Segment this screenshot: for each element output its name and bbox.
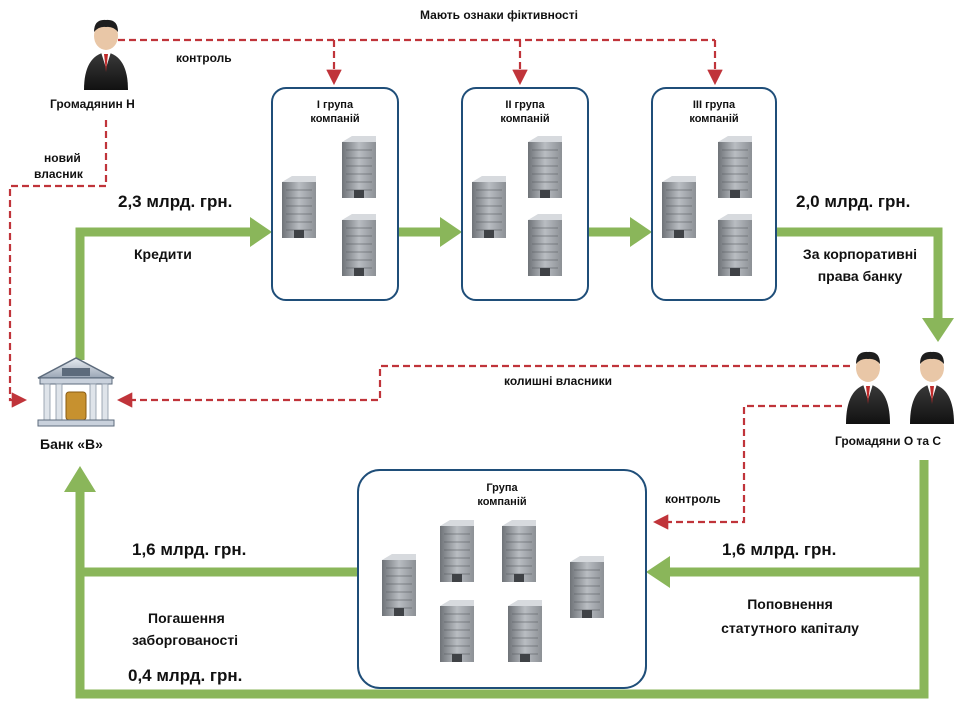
corp-rights-amount-label: 2,0 млрд. грн.: [796, 192, 911, 211]
arrowhead-to-g1: [250, 217, 272, 247]
arrowhead-to-g2: [440, 217, 462, 247]
capital-label-1: Поповнення: [747, 596, 833, 612]
bank-icon: [37, 357, 115, 427]
credits-label: Кредити: [134, 246, 192, 262]
citizens-o-c-label: Громадяни О та С: [835, 434, 942, 448]
bottom-group-title-2: компаній: [477, 496, 527, 508]
repay-label-1: Погашення: [148, 610, 225, 626]
arrowhead-to-g3: [630, 217, 652, 247]
dashed-former-owners: [116, 364, 850, 408]
green-arrowheads: [64, 217, 954, 588]
credits-amount-label: 2,3 млрд. грн.: [118, 192, 233, 211]
building-icon: [282, 176, 316, 238]
arrowhead-to-citizens: [922, 318, 954, 342]
building-icon: [440, 520, 474, 582]
capital-amount-label: 1,6 млрд. грн.: [722, 540, 837, 559]
group3-title-2: компаній: [689, 113, 739, 125]
group2-title-1: II група: [505, 99, 545, 111]
dashed-flows: [8, 38, 850, 530]
new-owner-label-1: новий: [44, 151, 81, 165]
building-icon: [718, 214, 752, 276]
flow-remaining: [75, 490, 929, 699]
building-icon: [528, 136, 562, 198]
repay-amount-label: 1,6 млрд. грн.: [132, 540, 247, 559]
building-icon: [662, 176, 696, 238]
control-bottom-label: контроль: [665, 492, 721, 506]
dashed-control-bottom: [652, 404, 842, 530]
building-icon: [502, 520, 536, 582]
arrowhead-to-bank: [64, 466, 96, 492]
bottom-group-title-1: Група: [486, 482, 518, 494]
corp-rights-label-1: За корпоративні: [802, 246, 918, 262]
fictitious-label: Мають ознаки фіктивності: [420, 8, 578, 22]
group3-title-1: III група: [692, 99, 736, 111]
corp-rights-label-2: права банку: [817, 268, 903, 284]
capital-label-2: статутного капіталу: [721, 620, 859, 636]
new-owner-label-2: власник: [34, 167, 83, 181]
person-icon-c: [910, 351, 954, 424]
building-icon: [718, 136, 752, 198]
dashed-new-owner: [8, 120, 108, 408]
green-flows: [75, 227, 943, 699]
buildings: [282, 136, 752, 662]
building-icon: [528, 214, 562, 276]
group1-title-1: I група: [316, 99, 354, 111]
building-icon: [472, 176, 506, 238]
flow-credits: [75, 227, 252, 360]
building-icon: [342, 136, 376, 198]
group1-title-2: компаній: [310, 113, 360, 125]
building-icon: [570, 556, 604, 618]
building-icon: [382, 554, 416, 616]
building-icon: [440, 600, 474, 662]
arrowhead-to-bottom-group: [646, 556, 670, 588]
remaining-amount-label: 0,4 млрд. грн.: [128, 666, 243, 685]
person-icon-n: [84, 19, 128, 90]
control-top-label: контроль: [176, 51, 232, 65]
citizen-n-label: Громадянин Н: [50, 97, 135, 111]
flow-corp-rights: [776, 227, 943, 320]
building-icon: [342, 214, 376, 276]
bank-label: Банк «В»: [40, 436, 103, 452]
person-icon-o: [846, 351, 890, 424]
group2-title-2: компаній: [500, 113, 550, 125]
repay-label-2: заборгованості: [132, 632, 239, 648]
building-icon: [508, 600, 542, 662]
former-owners-label: колишні власники: [504, 374, 612, 388]
